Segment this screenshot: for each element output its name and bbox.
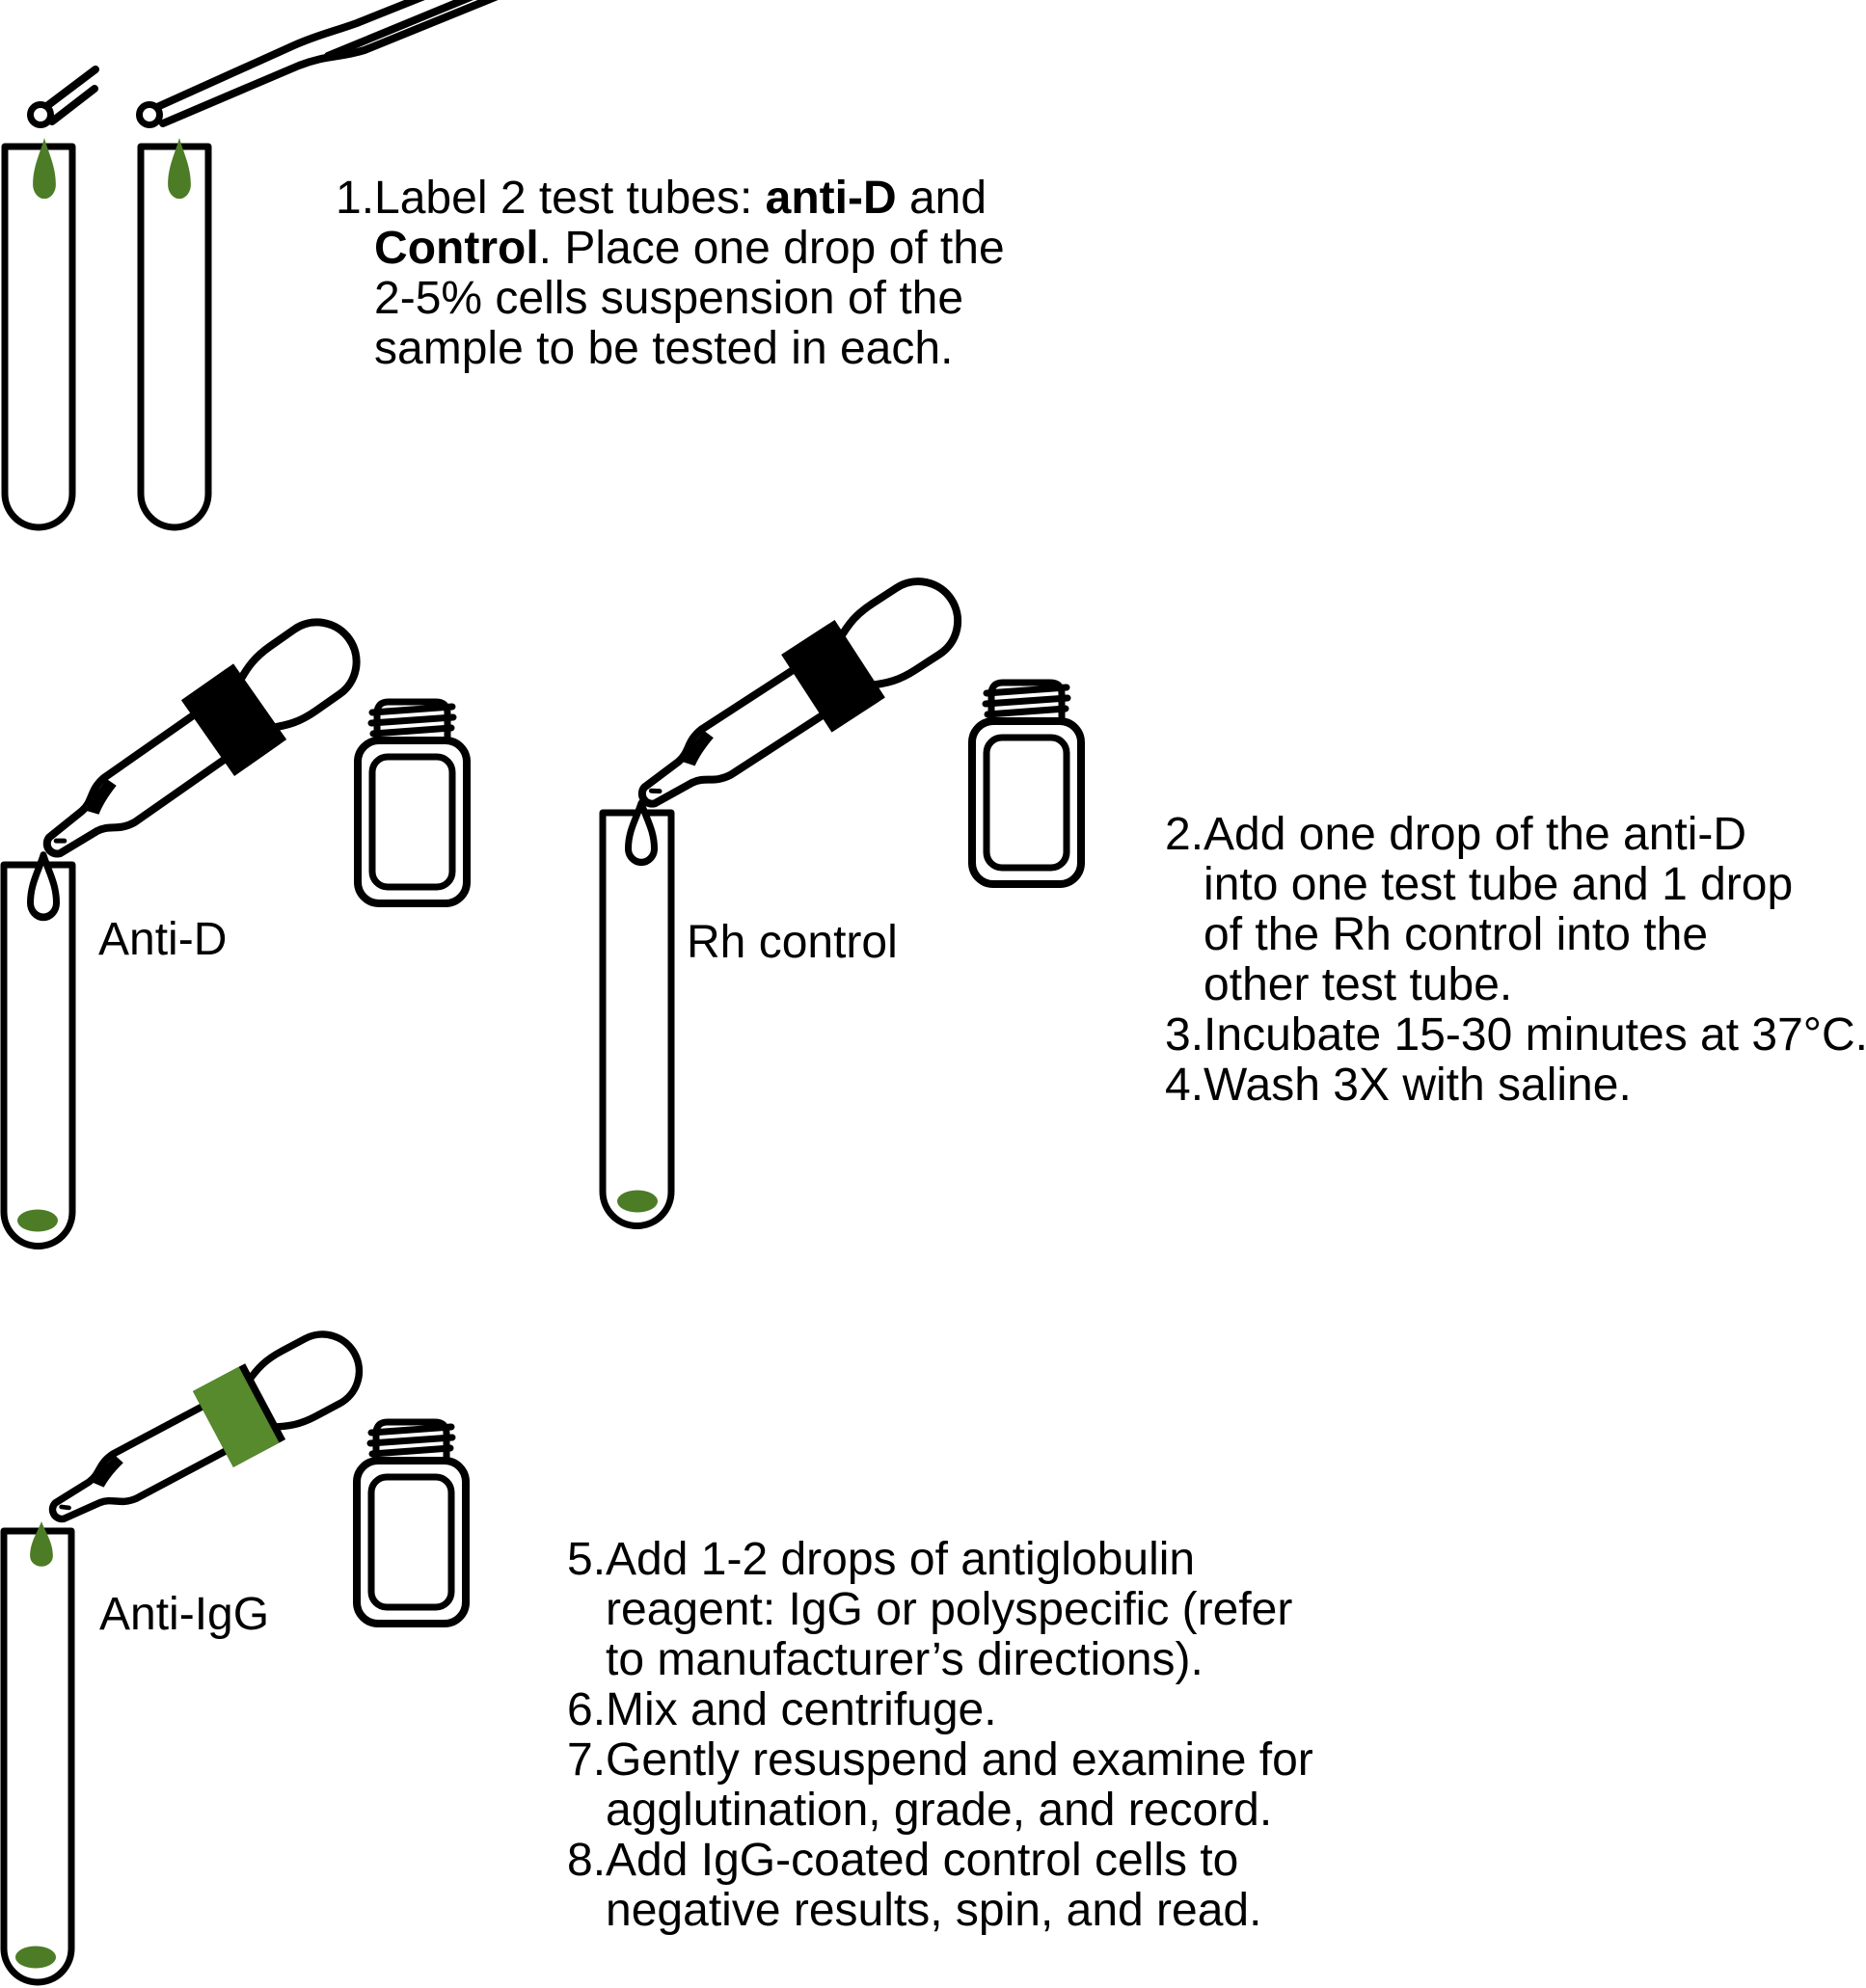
dropper-rh-control <box>618 560 976 838</box>
step-item: 3.Incubate 15-30 minutes at 37°C. <box>1165 1009 1866 1061</box>
cell-button-sediment <box>17 1209 58 1232</box>
reagent-bottle-anti-d <box>358 702 467 903</box>
step-item: 4.Wash 3X with saline. <box>1165 1060 1632 1111</box>
rh-control-label: Rh control <box>687 917 898 968</box>
test-tube-anti-igg <box>0 1527 75 1986</box>
test-tube-1 <box>1 143 76 531</box>
dropper-anti-igg <box>34 1316 375 1552</box>
anti-d-label: Anti-D <box>98 914 228 965</box>
dropper-anti-d <box>22 602 376 888</box>
scene-rh-control <box>599 560 1081 1229</box>
test-tube-rh-control <box>599 809 675 1229</box>
test-tube-anti-d <box>0 861 76 1249</box>
cell-button-sediment <box>15 1946 56 1969</box>
reagent-bottle-anti-igg <box>357 1422 466 1624</box>
pipette-tip-icon <box>27 66 99 128</box>
test-tube-2 <box>137 143 212 531</box>
step-item: 6.Mix and centrifuge. <box>567 1684 997 1735</box>
reagent-bottle-rh-control <box>972 683 1081 884</box>
scene-anti-igg <box>0 1316 466 1986</box>
cell-button-sediment <box>617 1190 658 1213</box>
scene-sample <box>1 0 499 531</box>
scene-anti-d <box>0 602 467 1249</box>
pasteur-pipette-icon <box>136 0 499 128</box>
anti-igg-label: Anti-IgG <box>99 1589 270 1640</box>
